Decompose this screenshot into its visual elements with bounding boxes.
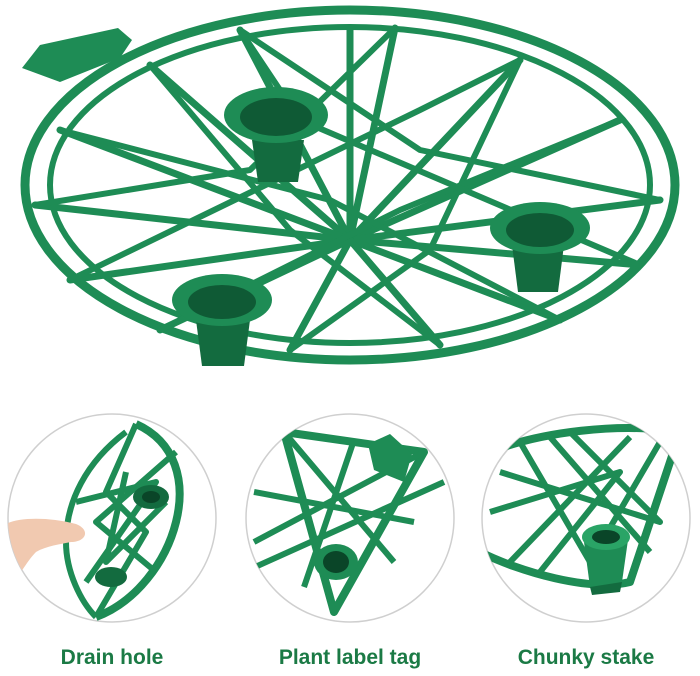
leg-stake-1 [224,87,328,182]
drain-hole [95,485,169,587]
caption-drain-hole: Drain hole [60,646,164,669]
leg-stake-2 [490,202,590,292]
chunky-stake [582,524,630,595]
hand [8,518,85,592]
outer-rim [20,5,680,365]
label-tag [22,28,132,82]
caption-plant-label-tag: Plant label tag [278,646,422,669]
leg-stake [314,544,358,580]
plant-support-ring-photo [20,5,680,366]
detail-drain-hole [6,412,218,624]
caption-chunky-stake: Chunky stake [517,646,655,669]
leg-stake-3 [172,274,272,366]
detail-plant-label-tag [244,412,456,624]
detail-chunky-stake [480,412,692,624]
label-tag [368,434,412,482]
